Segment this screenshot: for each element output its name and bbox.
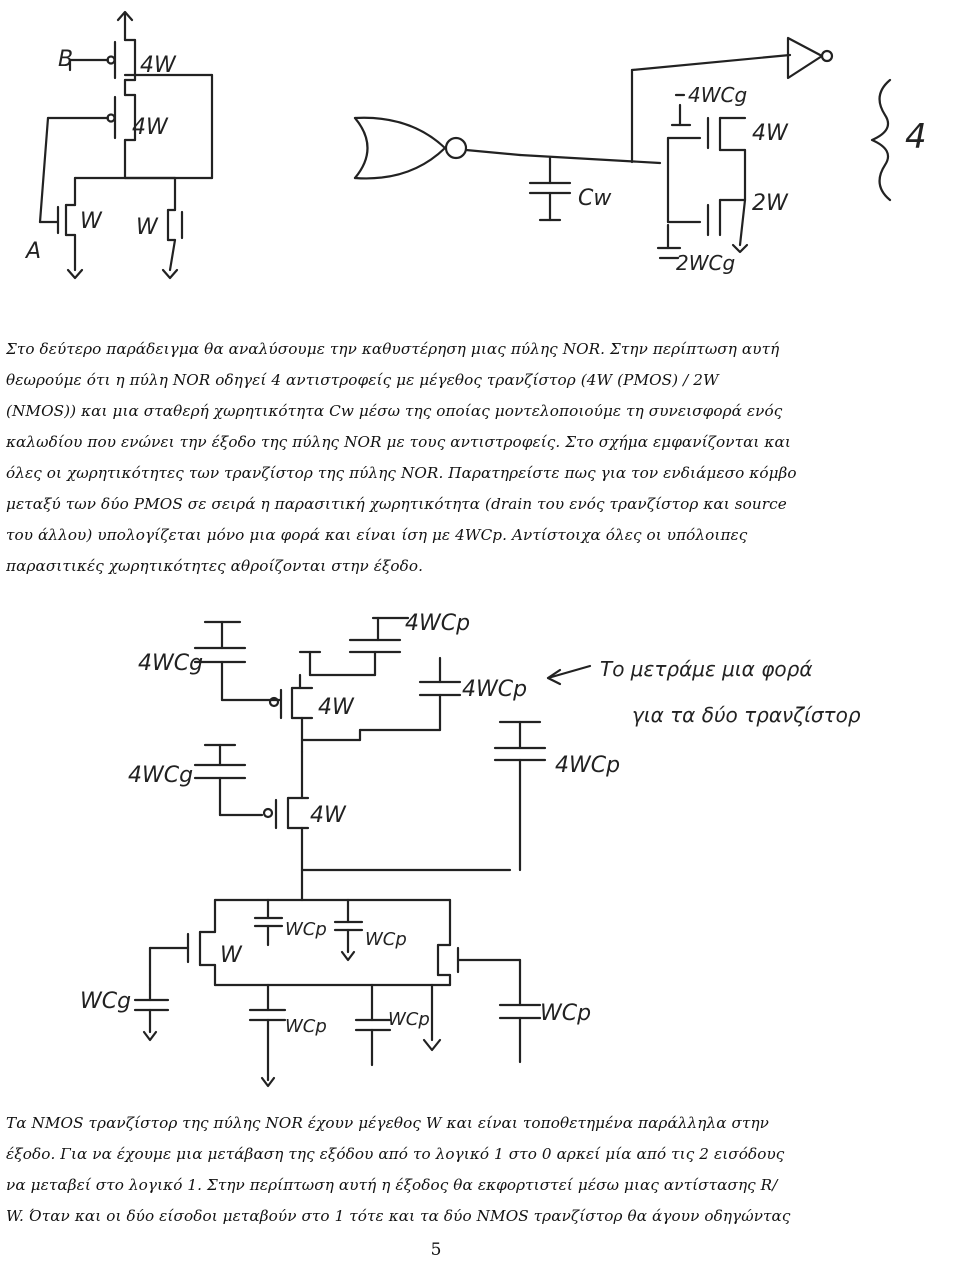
page-number: 5 (430, 1240, 442, 1260)
label-pmos-top: 4W (318, 695, 355, 720)
text-line: W. Όταν και οι δύο είσοδοι μεταβούν στο … (6, 1207, 791, 1225)
nor-capacitance-sketch: 4WCg 4WCp 4WCp 4W Το μετράμε μια φορά γι… (80, 611, 861, 1088)
text-line: Στο δεύτερο παράδειγμα θα αναλύσουμε την… (6, 340, 780, 358)
label-inv-cap-top: 4WCg (688, 83, 747, 107)
label-cp-mid-right: 4WCp (462, 677, 527, 702)
brace-icon (870, 78, 892, 202)
label-cp-right: 4WCp (555, 753, 620, 778)
label-note-line2: για τα δύο τρανζίστορ (632, 703, 861, 727)
label-cp-n1: WCp (285, 919, 327, 940)
label-cw: Cw (578, 186, 612, 211)
label-pmos2: 4W (132, 115, 169, 140)
text-line: να μεταβεί στο λογικό 1. Στην περίπτωση … (6, 1176, 778, 1194)
text-line: μεταξύ των δύο PMOS σε σειρά η παρασιτικ… (6, 495, 787, 513)
label-nmos-left: W (220, 943, 243, 968)
label-cp-top: 4WCp (405, 611, 470, 636)
label-cp-n3: WCp (285, 1016, 327, 1037)
text-line: καλωδίου που ενώνει την έξοδο της πύλης … (6, 433, 791, 451)
text-line: Τα NMOS τρανζίστορ της πύλης NOR έχουν μ… (6, 1114, 769, 1132)
text-line: όλες οι χωρητικότητες των τρανζίστορ της… (6, 464, 797, 482)
paragraph-nmos-discharge: Τα NMOS τρανζίστορ της πύλης NOR έχουν μ… (6, 1108, 870, 1232)
text-line: (NMOS)) και μια σταθερή χωρητικότητα Cw … (6, 402, 783, 420)
text-line: έξοδο. Για να έχουμε μια μετάβαση της εξ… (6, 1145, 785, 1163)
label-cg-mid-left: 4WCg (128, 763, 193, 788)
label-pmos-mid: 4W (310, 803, 347, 828)
label-A: A (24, 239, 41, 264)
text-line: θεωρούμε ότι η πύλη NOR οδηγεί 4 αντιστρ… (6, 371, 719, 389)
label-inv-nmos: 2W (752, 191, 789, 216)
nor-gate-symbol (353, 36, 834, 260)
label-nmos2: W (136, 215, 159, 240)
label-cg-left: WCg (80, 989, 131, 1014)
label-cp-n5: WCp (540, 1001, 591, 1026)
text-line: του άλλου) υπολογίζεται μόνο μια φορά κα… (6, 526, 748, 544)
label-cp-n2: WCp (365, 929, 407, 950)
label-note-line1: Το μετράμε μια φορά (600, 657, 813, 681)
nor-circuit-sketch-top: B A 4W 4W W W Cw (24, 10, 927, 280)
label-cp-n4: WCp (388, 1009, 430, 1030)
text-line: παρασιτικές χωρητικότητες αθροίζονται στ… (6, 557, 424, 575)
label-nmos1: W (80, 209, 103, 234)
label-inv-pmos: 4W (752, 121, 789, 146)
label-inv-cap-bottom: 2WCg (676, 251, 735, 275)
paragraph-nor-delay-intro: Στο δεύτερο παράδειγμα θα αναλύσουμε την… (6, 334, 870, 582)
label-brace: 4 (905, 117, 927, 157)
label-B: B (58, 47, 73, 72)
label-pmos1: 4W (140, 53, 177, 78)
label-cg-top-left: 4WCg (138, 651, 203, 676)
